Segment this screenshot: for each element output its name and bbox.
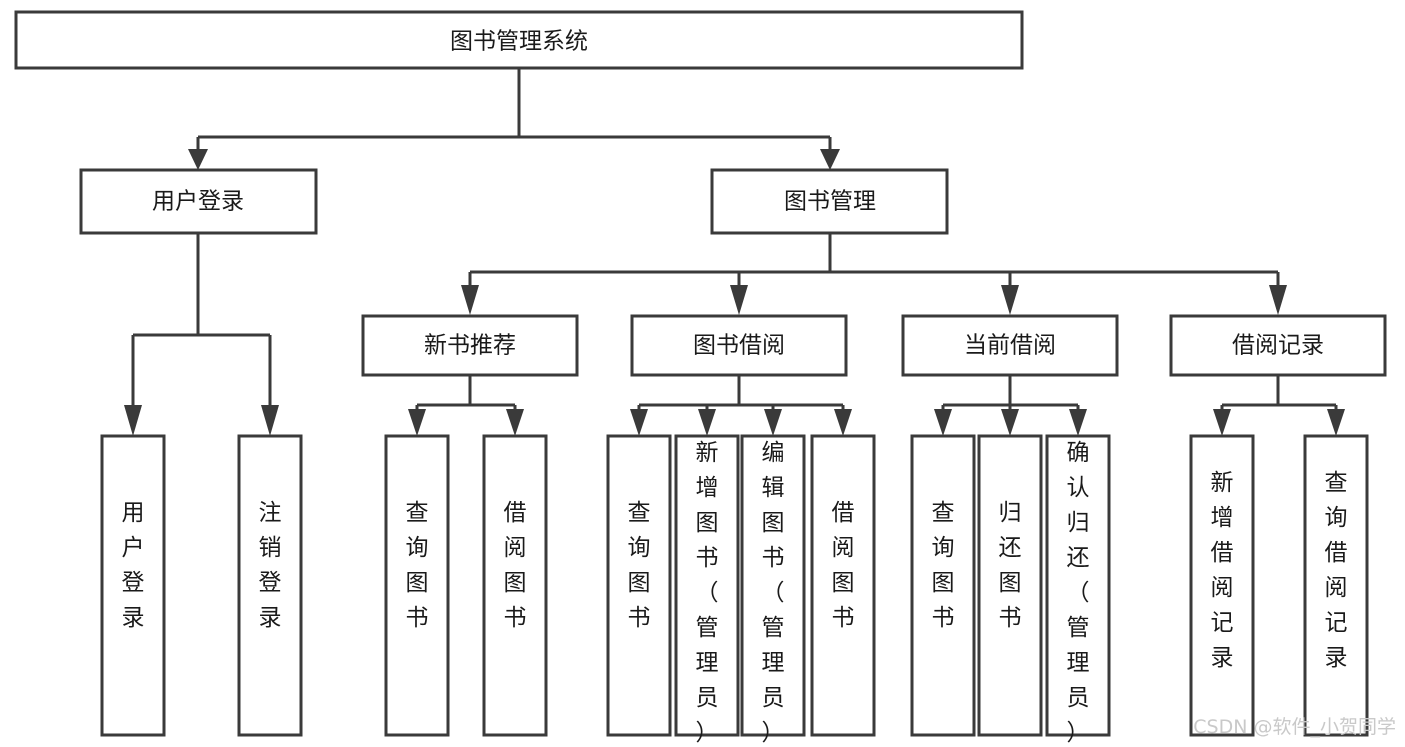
node-leaf-add-book-box[interactable]	[674, 434, 740, 737]
node-user-login-label: 用户登录	[152, 189, 244, 215]
node-leaf-borrow-book-1[interactable]: 借阅图书	[482, 434, 548, 737]
node-leaf-edit-book-box[interactable]	[740, 434, 806, 737]
arrow-head-leaf-borrow-book-1	[506, 409, 524, 436]
node-current-borrow-box[interactable]	[901, 314, 1119, 377]
arrow-head-leaf-query-book-3	[934, 409, 952, 436]
node-leaf-query-book-3-box[interactable]	[910, 434, 976, 737]
node-leaf-query-record[interactable]: 查询借阅记录	[1303, 434, 1369, 737]
arrow-head-book-management	[820, 149, 840, 170]
node-book-borrow-box[interactable]	[630, 314, 848, 377]
node-leaf-query-book-2[interactable]: 查询图书	[606, 434, 672, 737]
node-root-label: 图书管理系统	[450, 29, 588, 55]
node-leaf-user-login[interactable]: 用户登录	[100, 434, 166, 737]
node-leaf-return-book-label: 归还图书	[999, 500, 1022, 631]
node-borrow-record-label: 借阅记录	[1232, 333, 1324, 359]
node-leaf-borrow-book-1-box[interactable]	[482, 434, 548, 737]
arrow-head-borrow-record	[1269, 285, 1287, 315]
connector-group-user-login	[124, 233, 279, 436]
node-leaf-confirm-return-label: 确认归还（管理员）	[1067, 440, 1090, 746]
node-new-book-recommend[interactable]: 新书推荐	[361, 314, 579, 377]
node-book-management-label: 图书管理	[784, 189, 876, 215]
node-user-login-box[interactable]	[79, 168, 318, 235]
node-leaf-return-book-box[interactable]	[977, 434, 1043, 737]
node-leaf-confirm-return[interactable]: 确认归还（管理员）	[1045, 434, 1111, 746]
arrow-head-leaf-confirm-return	[1069, 409, 1087, 436]
node-leaf-add-record-box[interactable]	[1189, 434, 1255, 737]
arrow-head-leaf-user-logout	[261, 405, 279, 436]
node-leaf-query-book-1-box[interactable]	[384, 434, 450, 737]
node-root[interactable]: 图书管理系统	[14, 10, 1024, 70]
node-borrow-record[interactable]: 借阅记录	[1169, 314, 1387, 377]
node-leaf-confirm-return-box[interactable]	[1045, 434, 1111, 737]
node-new-book-recommend-box[interactable]	[361, 314, 579, 377]
node-leaf-borrow-book-2-box[interactable]	[810, 434, 876, 737]
node-borrow-record-box[interactable]	[1169, 314, 1387, 377]
node-new-book-recommend-label: 新书推荐	[424, 333, 516, 359]
node-book-management-box[interactable]	[710, 168, 949, 235]
node-leaf-query-book-1[interactable]: 查询图书	[384, 434, 450, 737]
node-leaf-user-logout-box[interactable]	[237, 434, 303, 737]
connector-group-book-borrow	[630, 375, 852, 436]
node-leaf-add-record-label: 新增借阅记录	[1211, 470, 1234, 671]
arrow-head-user-login	[188, 149, 208, 170]
node-current-borrow[interactable]: 当前借阅	[901, 314, 1119, 377]
arrow-head-book-borrow	[730, 285, 748, 315]
node-book-borrow[interactable]: 图书借阅	[630, 314, 848, 377]
arrow-head-leaf-add-record	[1213, 409, 1231, 436]
connector-group-current-borrow	[934, 375, 1087, 436]
node-leaf-query-book-1-label: 查询图书	[406, 500, 429, 631]
connector-group-borrow-record	[1213, 375, 1345, 436]
arrow-head-leaf-query-record	[1327, 409, 1345, 436]
arrow-head-leaf-borrow-book-2	[834, 409, 852, 436]
node-leaf-user-login-box[interactable]	[100, 434, 166, 737]
connector-group-root	[188, 68, 840, 170]
node-leaf-user-login-label: 用户登录	[122, 500, 145, 631]
node-leaf-edit-book-label: 编辑图书（管理员）	[762, 440, 785, 746]
node-leaf-query-record-label: 查询借阅记录	[1325, 470, 1348, 671]
node-leaf-user-logout-label: 注销登录	[259, 500, 282, 631]
arrow-head-leaf-edit-book	[764, 409, 782, 436]
node-user-login[interactable]: 用户登录	[79, 168, 318, 235]
arrow-head-new-book-recommend	[461, 285, 479, 315]
arrow-head-current-borrow	[1001, 285, 1019, 315]
arrow-head-leaf-query-book-1	[408, 409, 426, 436]
node-leaf-query-book-3-label: 查询图书	[932, 500, 955, 631]
node-leaf-return-book[interactable]: 归还图书	[977, 434, 1043, 737]
connector-group-book-management	[461, 233, 1287, 315]
node-leaf-add-book-label: 新增图书（管理员）	[696, 440, 719, 746]
node-root-box[interactable]	[14, 10, 1024, 70]
node-leaf-query-book-2-box[interactable]	[606, 434, 672, 737]
node-leaf-add-book[interactable]: 新增图书（管理员）	[674, 434, 740, 746]
connector-group-new-book-recommend	[408, 375, 524, 436]
node-leaf-edit-book[interactable]: 编辑图书（管理员）	[740, 434, 806, 746]
node-current-borrow-label: 当前借阅	[964, 333, 1056, 359]
csdn-watermark: CSDN @软件_小贺同学	[1193, 716, 1396, 738]
node-leaf-borrow-book-1-label: 借阅图书	[504, 500, 527, 631]
arrow-head-leaf-query-book-2	[630, 409, 648, 436]
arrow-head-leaf-add-book	[698, 409, 716, 436]
node-book-borrow-label: 图书借阅	[693, 333, 785, 359]
node-leaf-borrow-book-2-label: 借阅图书	[832, 500, 855, 631]
node-leaf-user-logout[interactable]: 注销登录	[237, 434, 303, 737]
node-leaf-query-book-3[interactable]: 查询图书	[910, 434, 976, 737]
node-book-management[interactable]: 图书管理	[710, 168, 949, 235]
node-leaf-query-record-box[interactable]	[1303, 434, 1369, 737]
arrow-head-leaf-return-book	[1001, 409, 1019, 436]
node-leaf-add-record[interactable]: 新增借阅记录	[1189, 434, 1255, 737]
node-leaf-query-book-2-label: 查询图书	[628, 500, 651, 631]
arrow-head-leaf-user-login	[124, 405, 142, 436]
node-leaf-borrow-book-2[interactable]: 借阅图书	[810, 434, 876, 737]
